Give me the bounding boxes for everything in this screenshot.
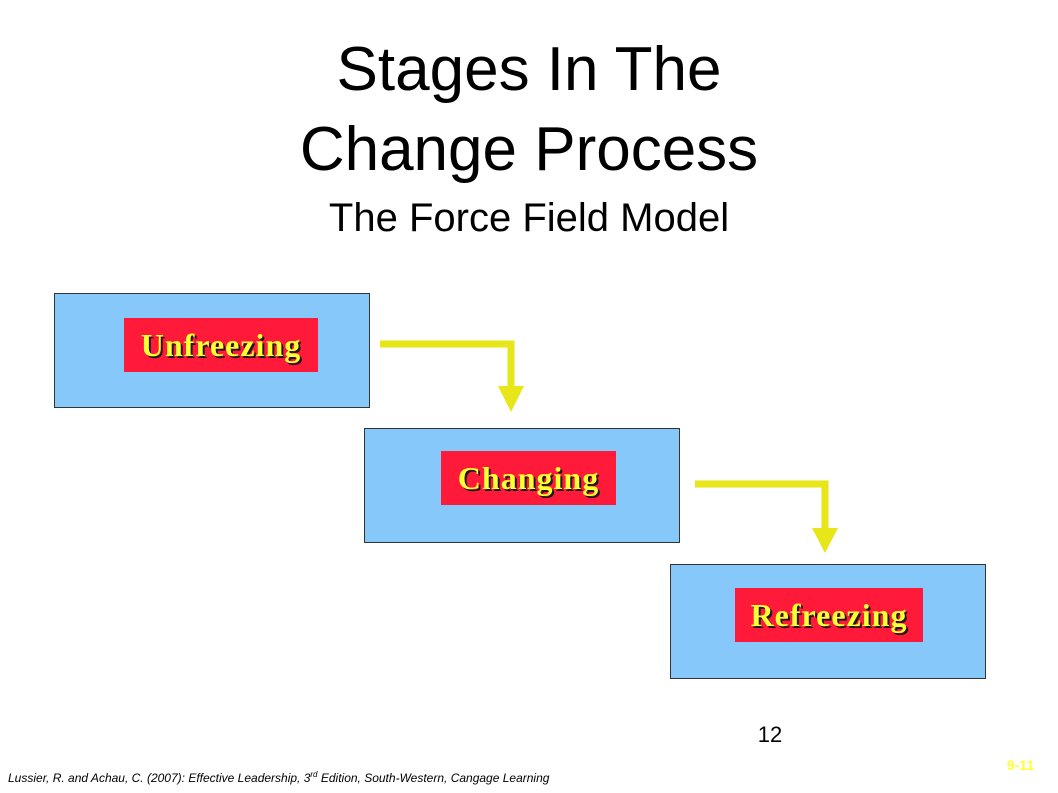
arrow-changing-to-refreezing: [695, 480, 838, 553]
arrow-1-head: [498, 386, 524, 412]
page-number: 12: [757, 722, 783, 747]
citation-text: Lussier, R. and Achau, C. (2007): Effect…: [8, 771, 311, 785]
arrow-unfreezing-to-changing: [380, 340, 524, 412]
arrow-2-head: [812, 528, 838, 553]
citation-text-end: Edition, South-Western, Cangage Learning: [317, 771, 550, 785]
subtitle: The Force Field Model: [328, 196, 730, 240]
stage-label-refreezing: Refreezing: [735, 588, 923, 642]
citation-superscript: rd: [310, 770, 318, 779]
stage-label-unfreezing: Unfreezing: [124, 318, 318, 372]
title-line-2: Change Process: [299, 115, 759, 184]
slide-code: 9-11: [1006, 757, 1034, 773]
stage-box-changing: Changing: [364, 428, 680, 543]
arrow-2-line: [695, 480, 829, 530]
title-line-1: Stages In The: [336, 35, 722, 104]
arrow-1-line: [380, 340, 515, 388]
stage-box-unfreezing: Unfreezing: [54, 293, 370, 408]
citation: Lussier, R. and Achau, C. (2007): Effect…: [8, 770, 549, 785]
stage-label-changing: Changing: [441, 451, 616, 505]
stage-box-refreezing: Refreezing: [670, 564, 986, 679]
